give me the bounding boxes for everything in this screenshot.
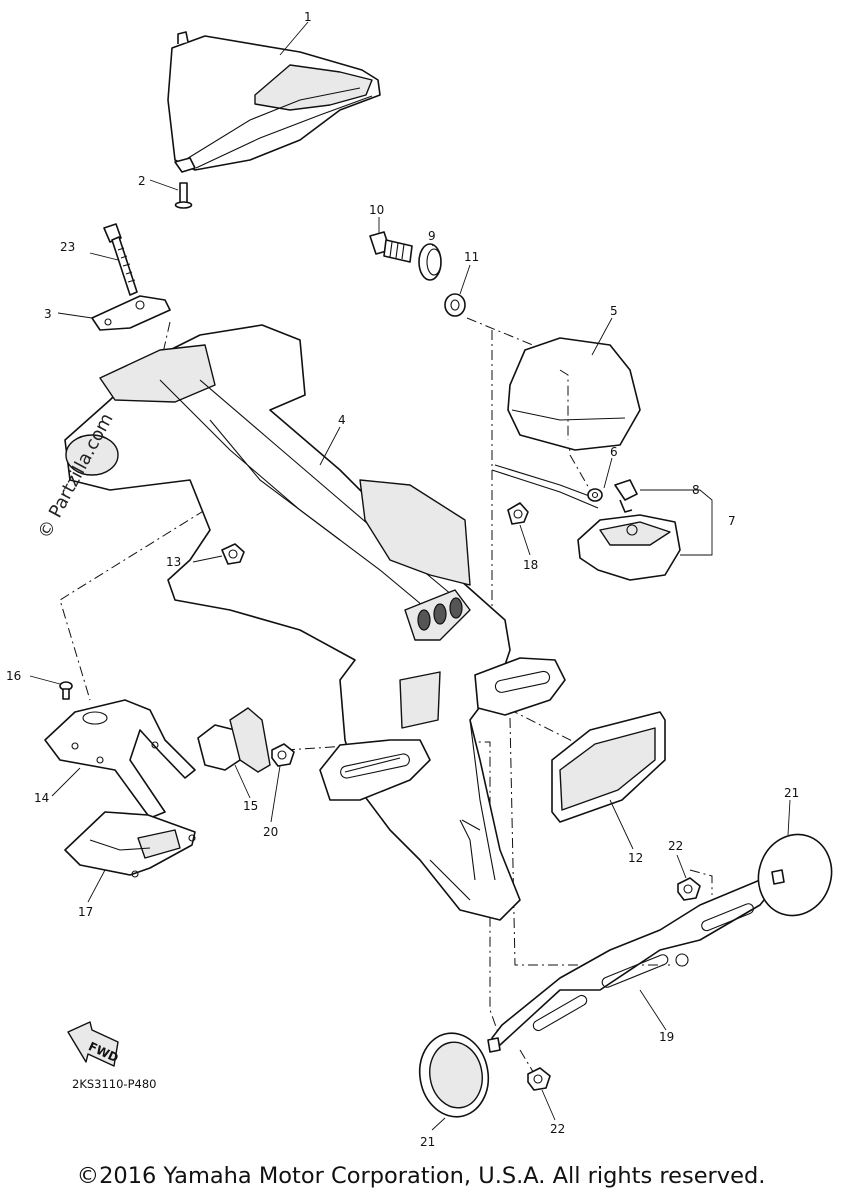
catalog-code: 2KS3110-P480	[72, 1077, 156, 1091]
part-6-grommet[interactable]	[587, 488, 603, 502]
callout-6: 6	[610, 445, 618, 459]
part-10-bolt[interactable]	[369, 231, 413, 263]
part-3-plate[interactable]	[91, 295, 171, 331]
callout-16: 16	[6, 669, 21, 683]
part-7-license-light[interactable]	[491, 464, 681, 581]
part-16-screw[interactable]	[59, 681, 73, 700]
callout-11: 11	[464, 250, 479, 264]
part-9-damper[interactable]	[418, 243, 442, 281]
callout-7: 7	[728, 514, 736, 528]
copyright-notice: ©2016 Yamaha Motor Corporation, U.S.A. A…	[76, 1163, 766, 1189]
callout-13: 13	[166, 555, 181, 569]
callout-5: 5	[610, 304, 618, 318]
part-19-bracket[interactable]	[491, 879, 769, 1046]
part-20-nut[interactable]	[271, 743, 295, 767]
callout-1: 1	[304, 10, 312, 24]
part-4-fender-arms	[319, 657, 566, 801]
part-23-bolt[interactable]	[103, 223, 138, 296]
part-17-tray[interactable]	[64, 811, 196, 878]
callout-4: 4	[338, 413, 346, 427]
part-22-nut-top[interactable]	[677, 877, 701, 901]
part-15-damper[interactable]	[197, 707, 271, 773]
callout-2: 2	[138, 174, 146, 188]
callout-15: 15	[243, 799, 258, 813]
part-8-bracket[interactable]	[614, 479, 638, 513]
callout-18: 18	[523, 558, 538, 572]
callout-22-top: 22	[668, 839, 683, 853]
callout-17: 17	[78, 905, 93, 919]
part-21-round-reflector-bottom[interactable]	[413, 1028, 501, 1123]
callout-21-top: 21	[784, 786, 799, 800]
leader-lines	[29, 21, 791, 1131]
part-18-nut[interactable]	[507, 502, 529, 525]
callout-22-bottom: 22	[550, 1122, 565, 1136]
part-2-rivet[interactable]	[174, 182, 193, 209]
callout-14: 14	[34, 791, 49, 805]
part-5-tail-light[interactable]	[507, 337, 641, 451]
callout-8: 8	[692, 483, 700, 497]
fwd-arrow-icon: FWD	[67, 1021, 121, 1067]
part-12-reflector[interactable]	[551, 711, 666, 823]
part-14-bracket[interactable]	[44, 699, 196, 819]
callout-19: 19	[659, 1030, 674, 1044]
callout-10: 10	[369, 203, 384, 217]
callout-12: 12	[628, 851, 643, 865]
callout-labels: 1 2 3 4 5 6 7 8 9 10 11 12 13 14 15 16 1…	[6, 10, 799, 1149]
callout-3: 3	[44, 307, 52, 321]
part-21-round-reflector-top[interactable]	[748, 825, 842, 925]
part-1-upper-cover[interactable]	[167, 31, 381, 173]
part-11-collar[interactable]	[444, 293, 466, 317]
callout-9: 9	[428, 229, 436, 243]
callout-23: 23	[60, 240, 75, 254]
part-22-nut-bottom[interactable]	[527, 1067, 551, 1091]
part-13-nut[interactable]	[221, 543, 245, 565]
callout-21-bottom: 21	[420, 1135, 435, 1149]
callout-20: 20	[263, 825, 278, 839]
